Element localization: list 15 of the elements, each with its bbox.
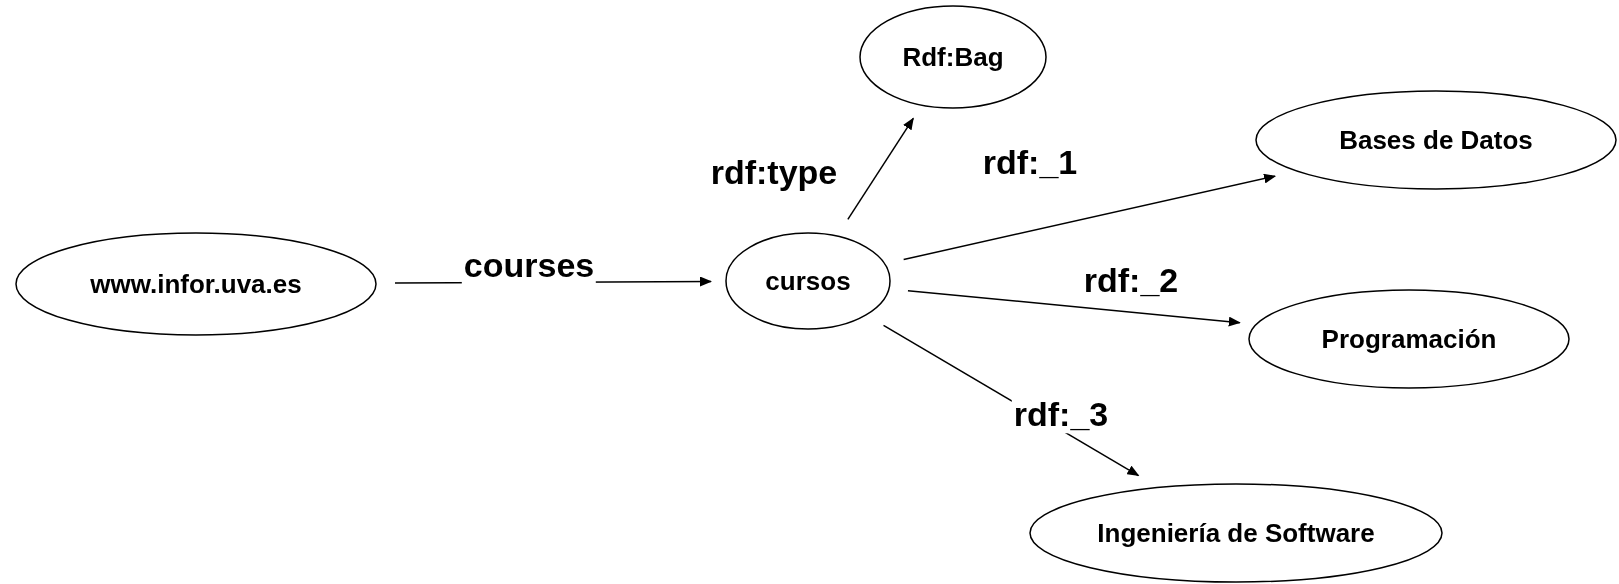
arrow [907, 289, 1241, 327]
ellipse-node [1248, 289, 1570, 389]
node-label: Bases de Datos [1339, 124, 1533, 156]
ellipse-node [859, 5, 1047, 109]
ellipse-node [1029, 483, 1443, 583]
node-label: Rdf:Bag [902, 41, 1004, 73]
arrow [902, 173, 1277, 261]
node-label: Ingeniería de Software [1097, 517, 1375, 549]
ellipse-node [15, 232, 377, 336]
ellipse-node [725, 232, 891, 330]
ellipse-node [1255, 90, 1617, 190]
arrow [847, 117, 914, 221]
node-label: www.infor.uva.es [90, 268, 302, 300]
node-label: Programación [1321, 323, 1497, 355]
node-label: cursos [765, 265, 851, 297]
